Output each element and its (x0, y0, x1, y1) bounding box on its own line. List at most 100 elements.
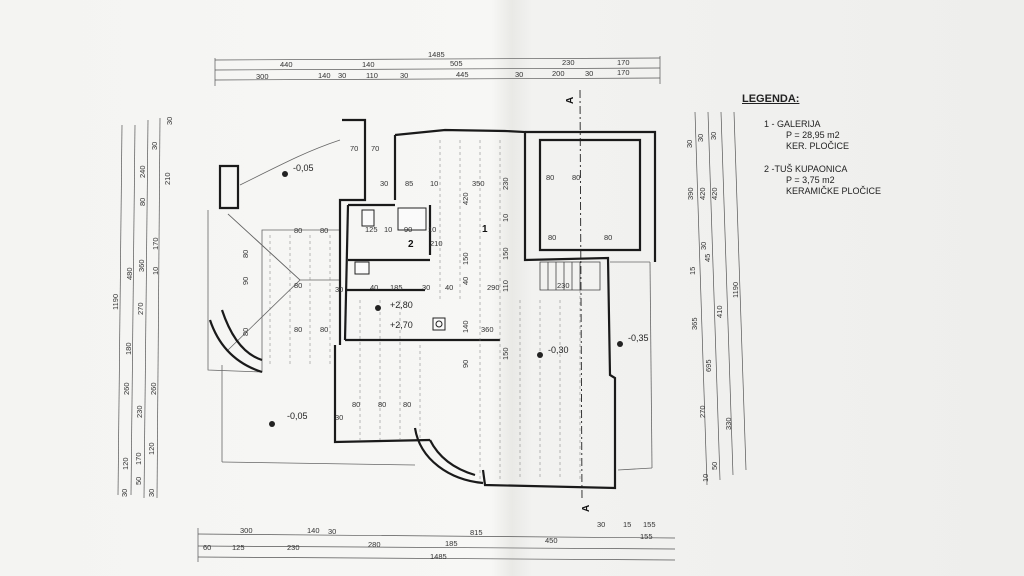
dim-right: 30 (685, 140, 694, 148)
dim-right: 30 (696, 134, 705, 142)
dim-right: 330 (724, 417, 733, 430)
dim-interior: 140 (461, 320, 470, 333)
legend-entry-name: 1 - GALERIJA (764, 119, 821, 129)
dim-interior: 70 (350, 144, 358, 153)
dim-interior: 230 (501, 177, 510, 190)
dim-interior: 230 (557, 281, 570, 290)
dim-interior: 360 (481, 325, 494, 334)
dim-top: 505 (450, 59, 463, 68)
left-dimension-lines (117, 117, 161, 499)
dim-bottom: 60 (203, 543, 211, 552)
dim-top: 140 (362, 60, 375, 69)
bottom-dimension-text: 300 140 30 815 30 15 155 60 125 230 280 … (203, 520, 656, 561)
bottom-dimension-lines (197, 528, 676, 562)
dim-left: 270 (136, 302, 145, 315)
dim-interior: 80 (241, 328, 250, 336)
dim-interior: 85 (405, 179, 413, 188)
dim-interior: 80 (294, 226, 302, 235)
right-dimension-text: 30 390 15 365 270 10 30 420 30 695 50 30… (685, 132, 740, 482)
dim-bottom-total: 1485 (430, 552, 447, 561)
dim-interior: 30 (422, 283, 430, 292)
dim-interior: 80 (378, 400, 386, 409)
dim-right: 45 (703, 254, 712, 262)
dim-right: 30 (709, 132, 718, 140)
dim-interior: 80 (572, 173, 580, 182)
legend-title: LEGENDA: (742, 93, 800, 105)
dim-right: 270 (698, 405, 707, 418)
level-symbols (269, 171, 623, 427)
dim-interior: 10 (430, 179, 438, 188)
dim-top: 140 (318, 71, 331, 80)
dim-top: 445 (456, 70, 469, 79)
dim-interior: 80 (548, 233, 556, 242)
dim-interior: 210 (430, 239, 443, 248)
dim-right: 410 (715, 305, 724, 318)
dim-right: 420 (710, 187, 719, 200)
bathroom-fixtures (354, 207, 446, 331)
dim-right: 695 (704, 359, 713, 372)
dim-left: 210 (163, 172, 172, 185)
dim-top: 300 (256, 72, 269, 81)
dim-left: 260 (149, 382, 158, 395)
dim-left: 30 (150, 142, 159, 150)
dim-right: 30 (699, 242, 708, 250)
section-line (579, 89, 583, 501)
dim-left: 360 (137, 259, 146, 272)
dim-bottom: 280 (368, 540, 381, 549)
dim-interior: 10 (501, 214, 510, 222)
top-dimension-lines (214, 56, 661, 86)
level-bottom-left: -0,05 (287, 411, 308, 421)
dim-interior: 10 (428, 225, 436, 234)
legend-entry-kupaonica: 2 -TUŠ KUPAONICA P = 3,75 m2 KERAMIČKE P… (764, 164, 942, 197)
dim-left: 260 (122, 382, 131, 395)
dim-interior: 350 (472, 179, 485, 188)
dim-left: 170 (134, 452, 143, 465)
legend-entry-area: P = 3,75 m2 (786, 175, 835, 185)
dim-interior: 30 (335, 285, 343, 294)
dim-left: 30 (147, 489, 156, 497)
level-right: -0,35 (628, 333, 649, 343)
dim-left: 170 (151, 237, 160, 250)
level-lower-floor: +2,70 (390, 320, 413, 330)
dim-top: 230 (562, 58, 575, 67)
dim-left: 10 (151, 267, 160, 275)
section-mark-top: A (565, 97, 576, 104)
dim-interior: 90 (404, 225, 412, 234)
dim-interior: 150 (501, 347, 510, 360)
legend-entry-area: P = 28,95 m2 (786, 130, 840, 140)
dim-interior: 150 (501, 247, 510, 260)
dim-right: 390 (686, 187, 695, 200)
dim-left: 30 (165, 117, 174, 125)
dim-interior: 80 (320, 325, 328, 334)
dim-interior: 80 (403, 400, 411, 409)
dim-interior: 80 (241, 250, 250, 258)
dim-top: 200 (552, 69, 565, 78)
level-upper-floor: +2,80 (390, 300, 413, 310)
dim-bottom: 185 (445, 539, 458, 548)
dim-interior: 80 (352, 400, 360, 409)
dim-right: 10 (701, 474, 710, 482)
dim-left-total: 1190 (111, 294, 120, 310)
right-dimension-lines (694, 111, 747, 486)
roof-outlines (207, 139, 653, 471)
dim-bottom: 450 (545, 536, 558, 545)
dim-interior: 40 (370, 283, 378, 292)
dim-bottom: 300 (240, 526, 253, 535)
dim-top: 30 (400, 71, 408, 80)
dim-left: 120 (121, 457, 130, 470)
dim-interior: 40 (461, 277, 470, 285)
dim-interior: 185 (390, 283, 403, 292)
dim-bottom: 140 (307, 526, 320, 535)
dim-interior: 40 (445, 283, 453, 292)
staircase (539, 261, 601, 291)
level-center: -0,30 (548, 345, 569, 355)
dim-bottom: 230 (287, 543, 300, 552)
dim-interior: 290 (487, 283, 500, 292)
interior-dimension-text: 70 70 30 85 10 350 230 80 80 420 125 10 … (241, 144, 612, 422)
legend-entry-finish: KERAMIČKE PLOČICE (786, 186, 882, 196)
dim-left: 50 (134, 477, 143, 485)
dim-interior: 80 (294, 281, 302, 290)
dim-top: 110 (366, 71, 378, 80)
dim-left: 30 (120, 489, 129, 497)
